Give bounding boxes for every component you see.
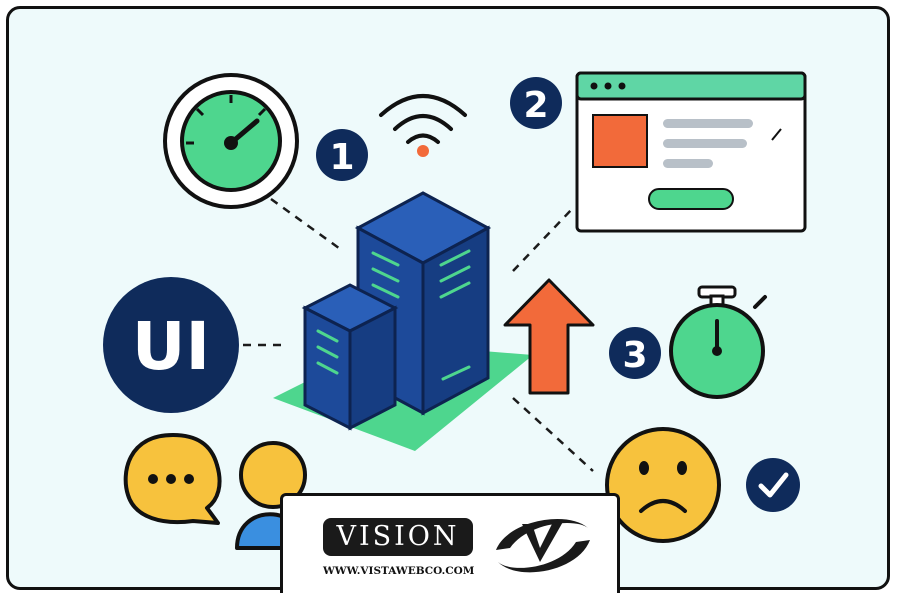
browser-window-icon bbox=[575, 71, 807, 233]
diagram-frame: 1 2 bbox=[6, 6, 890, 590]
diagram-canvas: 1 2 bbox=[103, 71, 807, 550]
step-badge-3: 3 bbox=[609, 327, 661, 379]
chat-bubble-icon bbox=[123, 433, 222, 525]
step-badge-3-label: 3 bbox=[622, 335, 647, 376]
ui-badge-label: UI bbox=[132, 308, 210, 385]
step-badge-2: 2 bbox=[510, 77, 562, 129]
logo-wordmark: VISION bbox=[323, 518, 473, 556]
step-badge-1-label: 1 bbox=[329, 137, 354, 178]
ui-badge: UI bbox=[103, 277, 239, 413]
server-icon bbox=[273, 191, 533, 451]
logo-mark-icon bbox=[496, 519, 590, 573]
speedometer-icon bbox=[163, 73, 299, 209]
logo-url: WWW.VISTAWEBCO.COM bbox=[323, 565, 475, 577]
stopwatch-icon bbox=[669, 285, 767, 399]
up-arrow-icon bbox=[503, 278, 595, 395]
step-badge-1: 1 bbox=[316, 129, 368, 181]
step-badge-2-label: 2 bbox=[523, 85, 548, 126]
logo-card: VISION WWW.VISTAWEBCO.COM bbox=[280, 493, 620, 593]
checkmark-icon bbox=[746, 458, 800, 512]
sad-face-icon bbox=[605, 427, 721, 543]
wifi-icon bbox=[379, 94, 467, 157]
dashed-connectors bbox=[243, 197, 594, 472]
